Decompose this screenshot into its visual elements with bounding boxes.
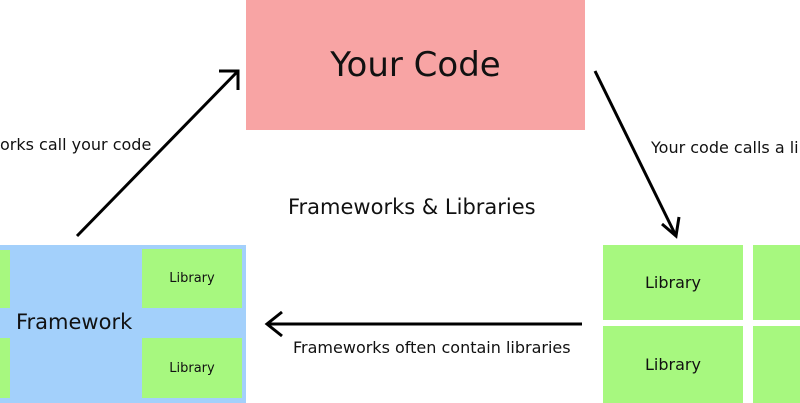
library-grid-top-right-partial <box>753 245 800 320</box>
framework-label: Framework <box>16 310 133 334</box>
arrow-framework-to-your-code <box>75 69 240 238</box>
library-grid-top-left-label: Library <box>645 273 701 292</box>
your-code-label: Your Code <box>330 45 501 85</box>
framework-library-bottom: Library <box>142 338 242 398</box>
framework-library-partial-bottom <box>0 338 10 398</box>
library-grid-top-left: Library <box>603 245 743 320</box>
caption-frameworks-call-your-code: orks call your code <box>0 135 152 154</box>
library-grid-bottom-left: Library <box>603 326 743 403</box>
center-title: Frameworks & Libraries <box>288 195 536 219</box>
framework-library-partial-top <box>0 250 10 308</box>
library-grid-bottom-left-label: Library <box>645 355 701 374</box>
your-code-box: Your Code <box>246 0 585 130</box>
library-grid-bottom-right-partial <box>753 326 800 403</box>
caption-your-code-calls-library: Your code calls a li <box>651 138 799 157</box>
caption-frameworks-contain-libraries: Frameworks often contain libraries <box>293 338 571 357</box>
framework-library-top-label: Library <box>169 271 215 286</box>
arrow-your-code-to-library <box>593 70 681 239</box>
framework-library-top: Library <box>142 249 242 308</box>
framework-library-bottom-label: Library <box>169 360 215 376</box>
arrow-library-to-framework <box>264 310 582 338</box>
